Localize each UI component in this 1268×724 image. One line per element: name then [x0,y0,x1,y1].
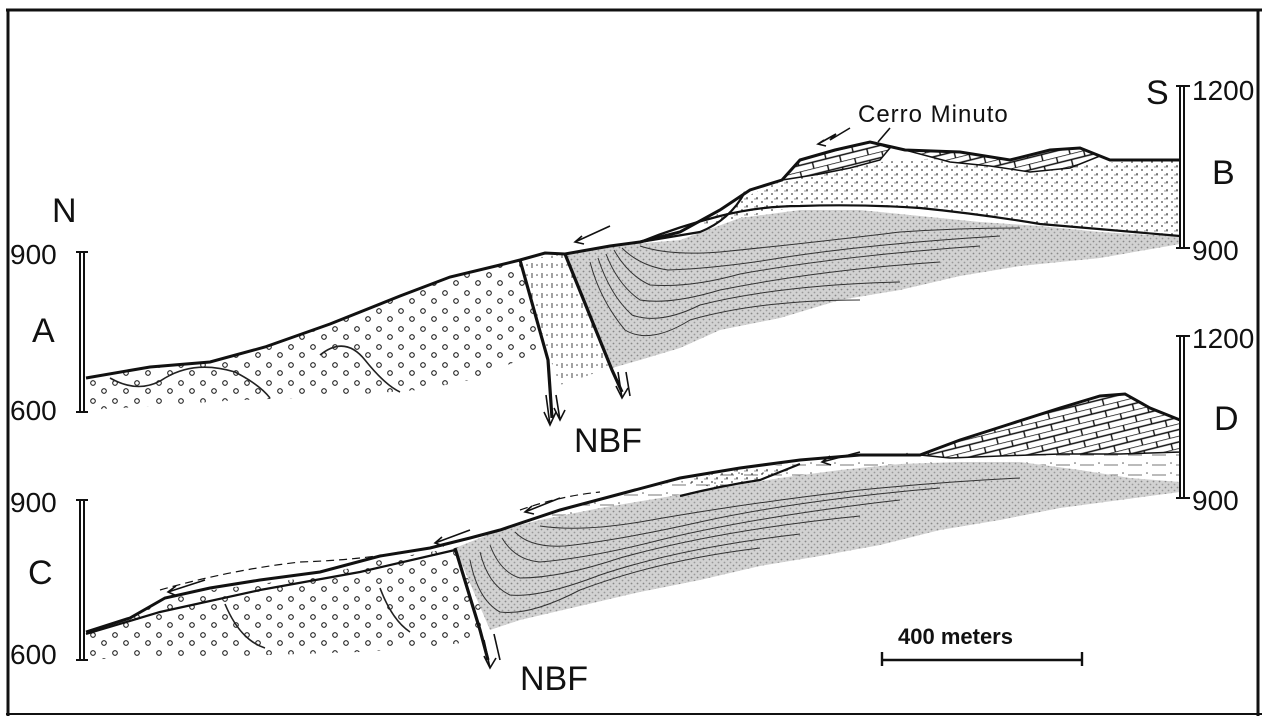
conglomerate-unit-lower [86,548,490,660]
folded-strata-upper [565,210,1180,368]
south-label: S [1146,74,1169,112]
horizontal-scale-bar [882,652,1082,666]
elevation-a-bottom: 600 [10,395,57,426]
fault-label-upper: NBF [574,422,642,460]
section-d-label: D [1214,400,1239,438]
section-a-b [76,86,1190,425]
elevation-d-bottom: 900 [1192,485,1239,516]
elevation-a-top: 900 [10,239,57,270]
elevation-b-bottom: 900 [1192,235,1239,266]
elevation-c-top: 900 [10,487,57,518]
elevation-b-top: 1200 [1192,75,1254,106]
thrust-arrow-upper-1 [575,226,610,244]
north-label: N [52,192,77,230]
elevation-d-top: 1200 [1192,323,1254,354]
section-a-label: A [32,312,55,350]
section-c-label: C [28,554,53,592]
fault-label-lower: NBF [520,660,588,698]
fault-arrows-lower [484,634,500,668]
section-b-label: B [1212,154,1235,192]
place-label-cerro-minuto: Cerro Minuto [858,101,1009,128]
scale-bar-label: 400 meters [898,624,1013,649]
conglomerate-unit-upper [86,260,545,410]
elevation-c-bottom: 600 [10,639,57,670]
